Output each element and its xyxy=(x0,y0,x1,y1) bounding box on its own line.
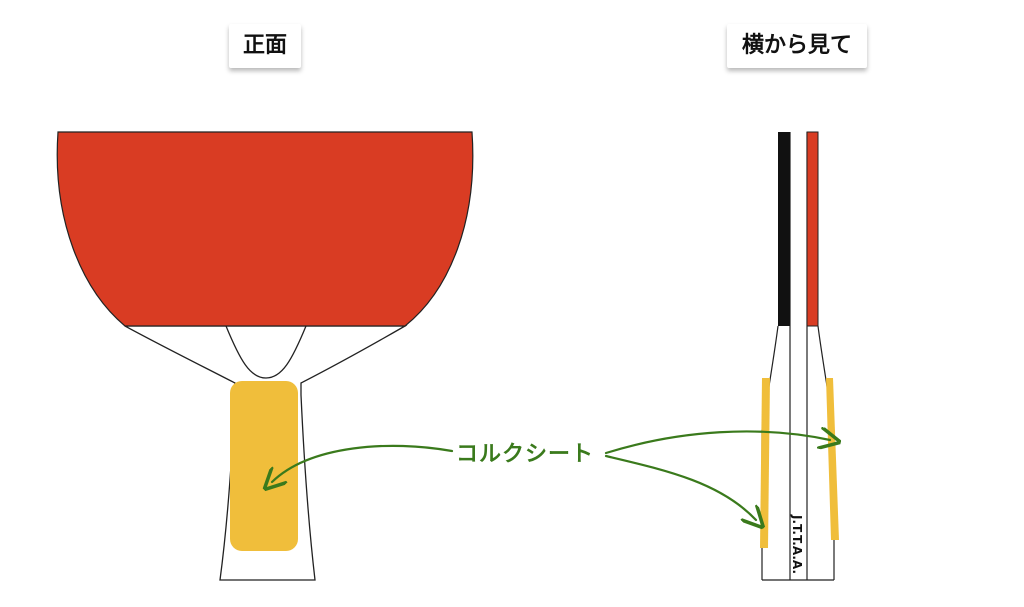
cork-sheet-label: コルクシート xyxy=(456,442,595,467)
cork-arrows xyxy=(272,431,830,520)
front-throat-curve xyxy=(225,325,307,379)
side-view-label: 横から見て xyxy=(727,24,867,68)
front-cork-sheet xyxy=(230,381,298,551)
arrow-to-side-left-cork xyxy=(604,454,756,520)
side-rubber-black xyxy=(778,132,790,326)
side-cork-right xyxy=(826,378,839,540)
arrow-to-front-cork xyxy=(272,444,454,482)
front-view xyxy=(56,131,474,581)
side-rubber-red xyxy=(806,131,819,327)
side-view xyxy=(760,131,839,581)
front-rubber-red xyxy=(56,131,474,327)
side-cork-left xyxy=(760,378,770,548)
arrow-to-side-right-cork xyxy=(604,431,830,455)
front-view-label: 正面 xyxy=(229,24,301,68)
jttaa-stamp: J.T.T.A.A. xyxy=(790,515,804,575)
